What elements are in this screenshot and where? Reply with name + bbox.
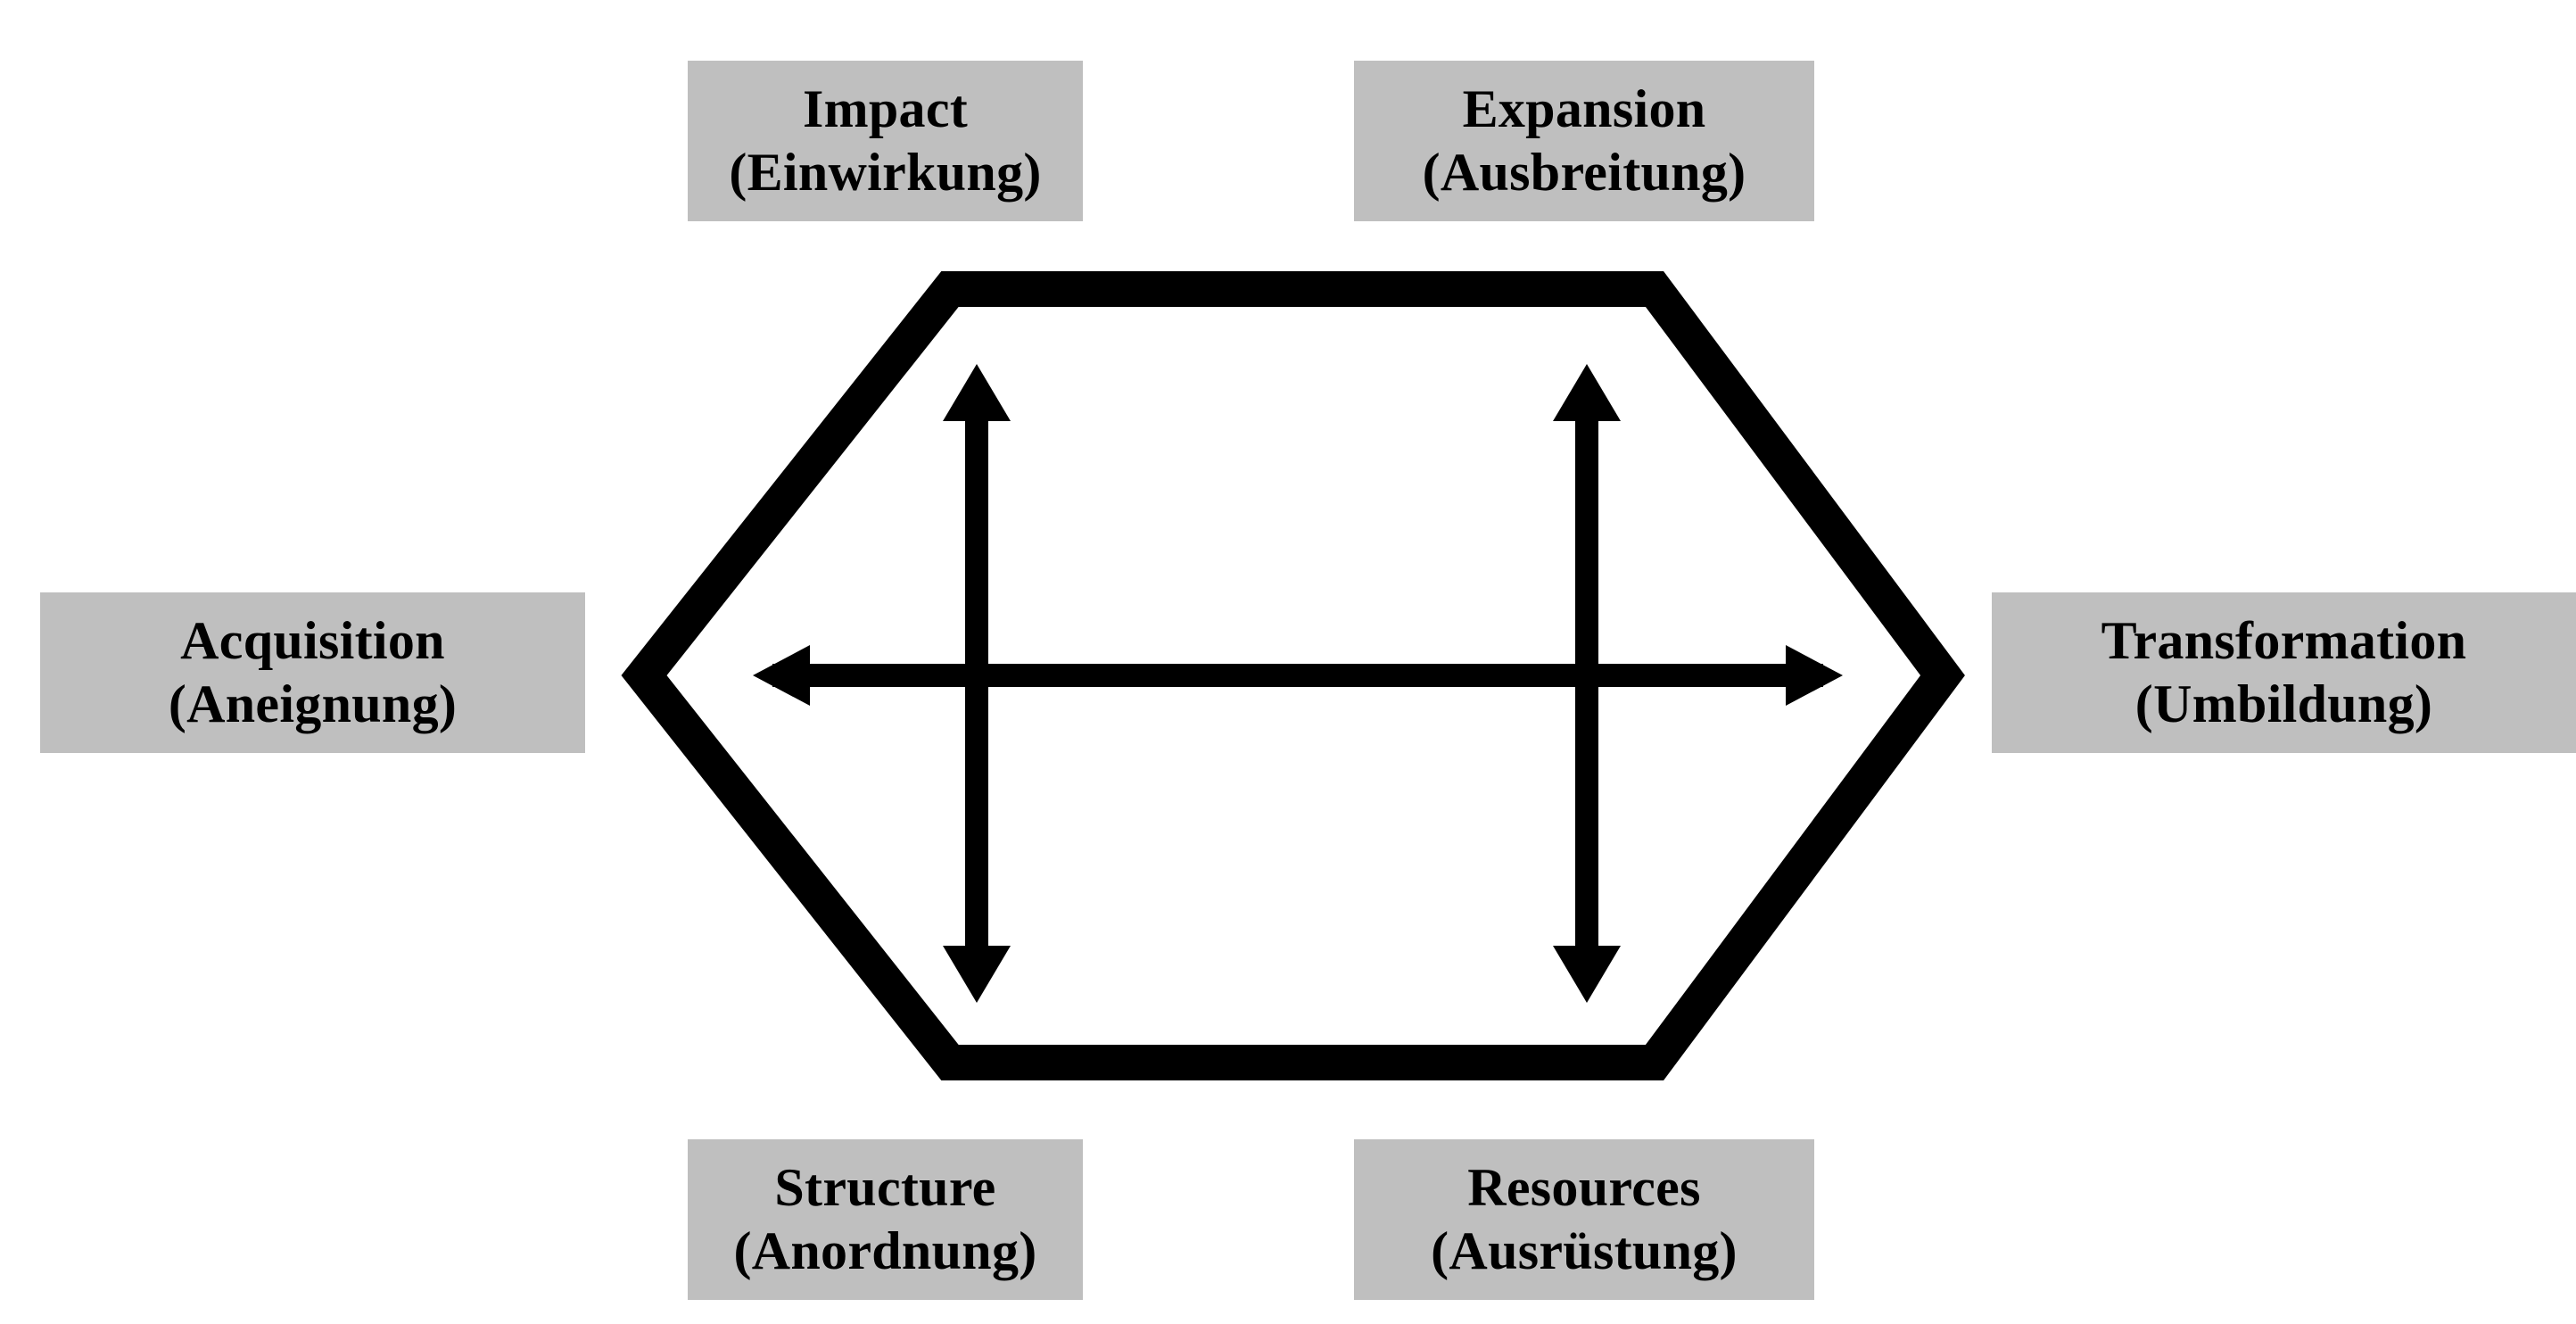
node-label-resources[interactable]: Resources (Ausrüstung) — [1354, 1139, 1814, 1300]
node-label-acquisition[interactable]: Acquisition (Aneignung) — [40, 592, 585, 753]
node-label-expansion-de: (Ausbreitung) — [1422, 143, 1746, 202]
node-label-acquisition-en: Acquisition — [180, 611, 445, 671]
node-label-transformation[interactable]: Transformation (Umbildung) — [1992, 592, 2576, 753]
node-label-impact-en: Impact — [802, 79, 969, 139]
node-label-structure-en: Structure — [774, 1158, 996, 1218]
node-label-impact-de: (Einwirkung) — [729, 143, 1042, 202]
node-label-expansion[interactable]: Expansion (Ausbreitung) — [1354, 61, 1814, 221]
node-label-transformation-en: Transformation — [2101, 611, 2467, 671]
node-label-transformation-de: (Umbildung) — [2134, 674, 2433, 733]
node-label-structure-de: (Anordnung) — [733, 1221, 1037, 1280]
node-label-resources-de: (Ausrüstung) — [1431, 1221, 1738, 1280]
node-label-structure[interactable]: Structure (Anordnung) — [688, 1139, 1083, 1300]
node-label-acquisition-de: (Aneignung) — [168, 674, 458, 733]
hexagon-outline — [621, 271, 1965, 1080]
arrow-horizontal — [753, 645, 1843, 706]
node-label-resources-en: Resources — [1467, 1158, 1701, 1218]
node-label-expansion-en: Expansion — [1462, 79, 1706, 139]
node-label-impact[interactable]: Impact (Einwirkung) — [688, 61, 1083, 221]
